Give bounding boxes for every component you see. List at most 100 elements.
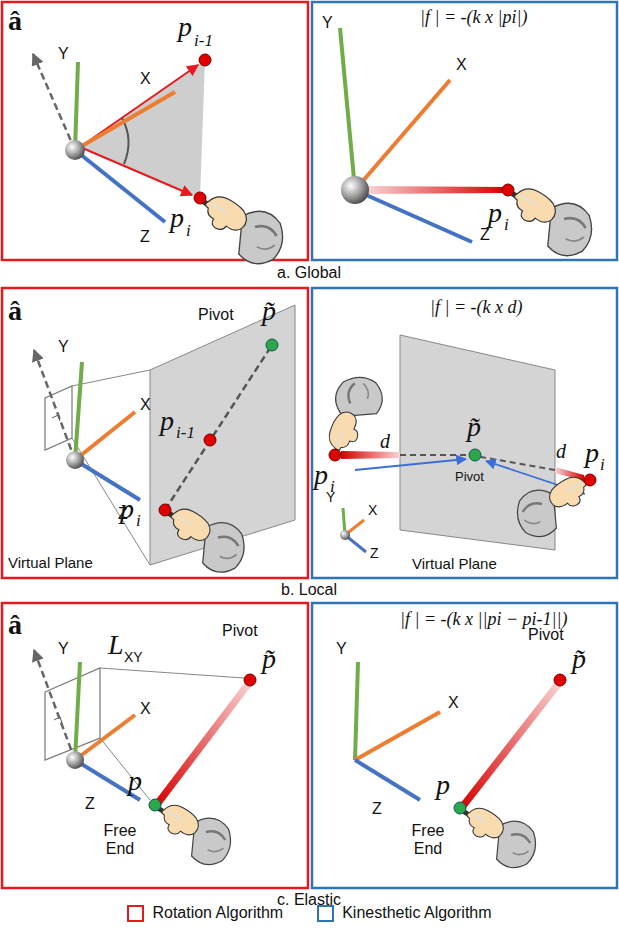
- illustration-part: [312, 2, 617, 260]
- illustration-part: [355, 662, 358, 760]
- illustration-part: [65, 140, 85, 160]
- math-label: p̃: [572, 644, 586, 675]
- legend-swatch: [127, 905, 144, 922]
- illustration-part: [167, 509, 244, 572]
- illustration-part: [340, 28, 355, 190]
- legend-text: Rotation Algorithm: [152, 904, 283, 922]
- illustration-part: [502, 184, 514, 196]
- text-label: Pivot: [528, 626, 564, 644]
- elastic-kinesthetic-figure: [355, 662, 566, 868]
- math-label: p: [178, 12, 192, 43]
- math-label: i-1: [194, 32, 213, 51]
- illustration-part: [460, 681, 562, 808]
- illustration-part: [204, 434, 216, 446]
- math-label: |f | = -(k x d): [430, 298, 523, 318]
- illustration-part: [201, 197, 283, 264]
- local-rotation-figure: [34, 305, 295, 572]
- math-label: i-1: [176, 424, 195, 443]
- text-label: Z: [140, 228, 150, 246]
- math-label: i: [504, 216, 509, 235]
- illustration-part: [312, 603, 617, 888]
- text-label: Virtual Plane: [412, 556, 497, 573]
- math-label: i: [186, 222, 191, 241]
- math-label: p̃: [467, 412, 481, 443]
- legend-item: Rotation Algorithm: [127, 904, 283, 922]
- illustration-part: [355, 712, 440, 760]
- illustration-part: [510, 189, 592, 256]
- text-label: X: [368, 503, 377, 518]
- math-label: L: [108, 630, 124, 661]
- math-label: â: [8, 6, 22, 37]
- text-label: Y: [58, 338, 69, 356]
- illustration-part: [2, 288, 308, 578]
- text-label: Pivot: [455, 470, 484, 484]
- elastic-rotation-figure: [34, 650, 256, 865]
- illustration-part: [454, 802, 466, 814]
- illustration-part: [341, 176, 369, 204]
- illustration-part: [355, 459, 466, 470]
- illustration-part: [355, 190, 472, 242]
- illustration-part: [66, 451, 84, 469]
- illustration-part: [149, 799, 161, 811]
- illustration-part: [33, 54, 75, 150]
- illustration-part: [75, 362, 82, 460]
- text-label: XY: [124, 650, 143, 665]
- illustration-part: [72, 370, 150, 386]
- text-label: X: [456, 56, 467, 74]
- text-label: X: [448, 694, 459, 712]
- text-label: Z: [85, 795, 95, 813]
- text-label: Y: [336, 640, 347, 658]
- text-label: Virtual Plane: [8, 555, 93, 572]
- illustration-part: [266, 339, 278, 351]
- illustration-part: [75, 412, 135, 460]
- subfigure-caption: b. Local: [281, 581, 337, 599]
- text-label: Y: [326, 490, 335, 505]
- illustration-part: [340, 530, 350, 540]
- math-label: p̃: [262, 644, 276, 675]
- illustration-part: [122, 118, 129, 164]
- math-label: p: [585, 438, 599, 469]
- illustration-part: [66, 751, 84, 769]
- illustration-part: [366, 186, 505, 194]
- illustration-part: [469, 449, 481, 461]
- math-label: i: [136, 512, 141, 531]
- illustration-part: [75, 62, 78, 150]
- illustration-part: [80, 147, 192, 195]
- local-kinesthetic-figure: [320, 335, 596, 552]
- math-label: â: [8, 296, 22, 327]
- illustration-part: [554, 674, 566, 686]
- text-label: Y: [58, 640, 69, 658]
- math-label: p: [314, 460, 328, 491]
- illustration-part: [2, 603, 308, 888]
- illustration-part: [341, 451, 400, 459]
- math-label: i: [600, 456, 605, 475]
- text-label: X: [140, 396, 151, 414]
- math-label: |f | = -(k x |pi|): [420, 8, 527, 28]
- math-label: p: [128, 766, 142, 797]
- text-label: Free End: [403, 822, 453, 857]
- illustration-part: [155, 681, 252, 805]
- text-label: Y: [58, 45, 69, 63]
- global-kinesthetic-figure: [340, 28, 592, 256]
- illustration-part: [517, 477, 590, 536]
- illustration-part: [463, 808, 536, 867]
- illustration-part: [75, 715, 135, 760]
- math-label: d: [556, 440, 566, 462]
- math-label: p: [120, 494, 134, 525]
- subfigure-caption: a. Global: [277, 264, 341, 282]
- legend: Rotation AlgorithmKinesthetic Algorithm: [0, 904, 619, 922]
- illustration-part: [75, 92, 175, 150]
- illustration-part: [158, 805, 231, 864]
- illustration-part: [34, 650, 75, 760]
- illustration-part: [159, 504, 171, 516]
- text-label: X: [140, 700, 151, 718]
- text-label: Pivot: [198, 306, 234, 324]
- illustration-part: [72, 438, 150, 565]
- text-label: Y: [322, 14, 333, 32]
- panel-frames: [2, 2, 617, 888]
- illustration-part: [100, 668, 244, 678]
- text-label: Z: [372, 800, 382, 818]
- legend-swatch: [317, 905, 334, 922]
- text-label: Z: [480, 226, 490, 244]
